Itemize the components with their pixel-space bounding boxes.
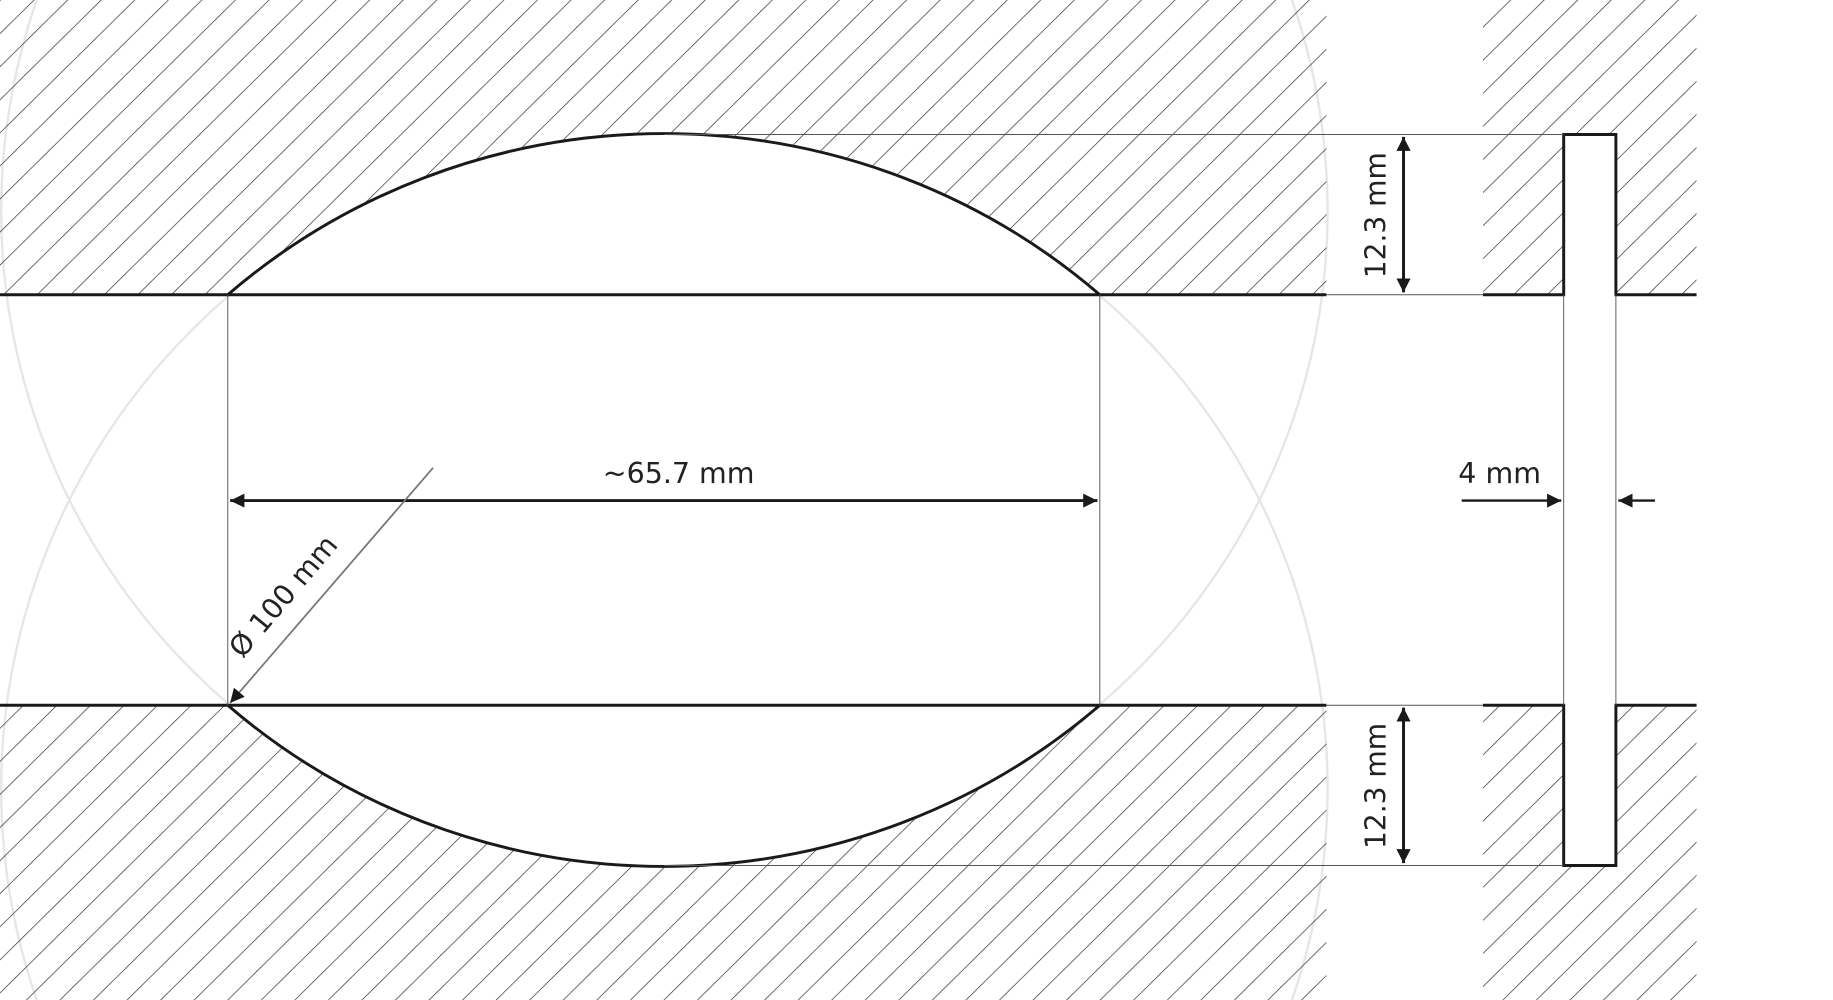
thickness-label: 4 mm — [1458, 457, 1541, 490]
sheet-bottom-hatch — [1483, 705, 1697, 1000]
sheet-bottom-slot — [1483, 703, 1697, 867]
sheet-top-slot — [1483, 133, 1697, 297]
diameter-leader — [229, 467, 434, 704]
top-cavity-outline — [0, 132, 1327, 297]
sheet-top-hatch — [1483, 0, 1697, 295]
top-depth-label: 12.3 mm — [1360, 152, 1393, 278]
width-label: ~65.7 mm — [603, 457, 755, 490]
bottom-depth-label: 12.3 mm — [1360, 723, 1393, 849]
extension-lines — [227, 134, 1617, 866]
bottom-cavity-fill — [227, 705, 1100, 867]
top-cavity-fill — [227, 133, 1100, 295]
diameter-label: Ø 100 mm — [222, 529, 344, 664]
bottom-cavity-outline — [0, 703, 1327, 868]
